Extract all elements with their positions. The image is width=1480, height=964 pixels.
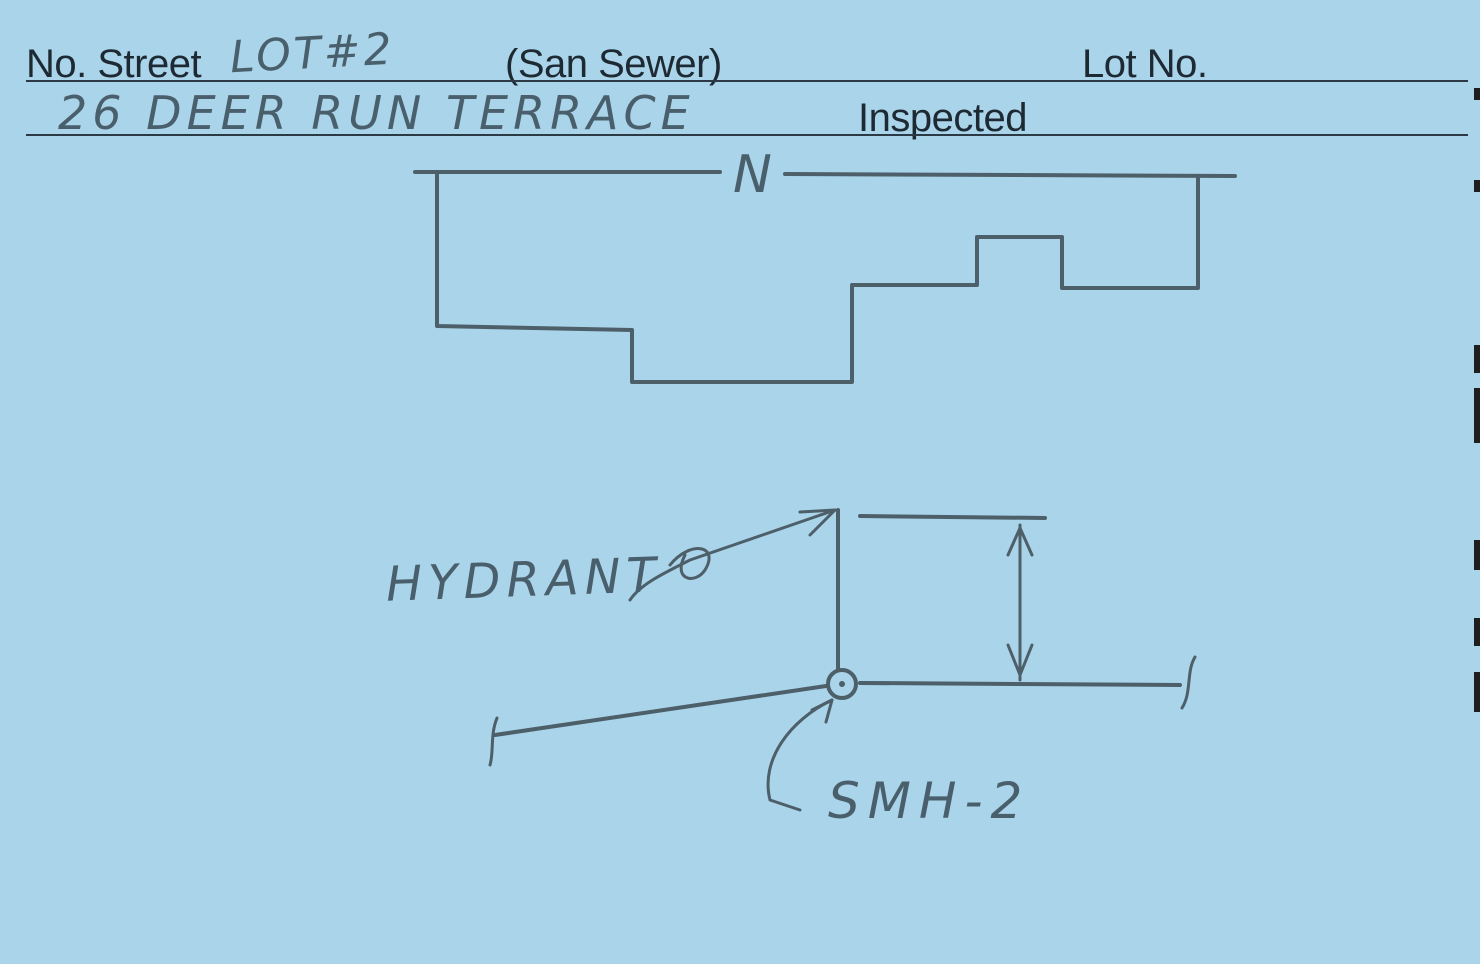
dimension-arrow — [1006, 523, 1034, 682]
address-handwriting: 26 DEER RUN TERRACE — [58, 86, 695, 140]
east-break-mark — [1180, 655, 1197, 710]
offset-top-line — [858, 514, 1047, 520]
inspected-label: Inspected — [858, 96, 1027, 140]
sewer-main-east — [858, 681, 1182, 687]
street-line — [26, 80, 1468, 82]
manhole-center — [839, 681, 845, 687]
inspected-line — [26, 134, 1468, 136]
manhole-leader — [766, 698, 834, 812]
edge-mark — [1474, 88, 1480, 100]
house-footprint — [413, 170, 1237, 384]
sewer-label: (San Sewer) — [505, 42, 722, 86]
edge-mark — [1474, 672, 1480, 712]
hydrant-label: HYDRANT — [385, 547, 663, 613]
sewer-main-west — [493, 684, 828, 737]
edge-mark — [1474, 618, 1480, 646]
sewer-layout — [488, 508, 1197, 767]
edge-mark — [1474, 345, 1480, 373]
west-break-mark — [488, 716, 499, 767]
edge-mark — [1474, 388, 1480, 443]
edge-mark — [1474, 540, 1480, 570]
manhole-icon — [826, 668, 858, 700]
hydrant-arrow — [628, 508, 837, 602]
manhole-label: SMH-2 — [828, 772, 1031, 830]
edge-mark — [1474, 180, 1480, 192]
north-arrow-mark: N — [733, 145, 772, 205]
lot-number-label: Lot No. — [1082, 42, 1208, 86]
street-label: No. Street — [26, 42, 202, 86]
